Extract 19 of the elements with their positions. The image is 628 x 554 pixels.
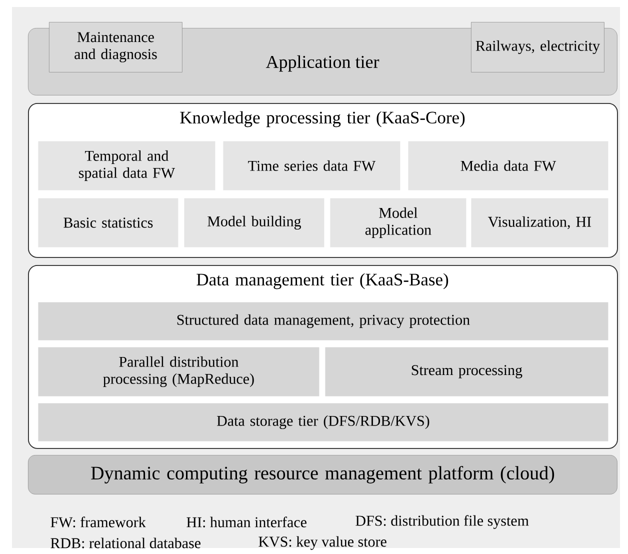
function-block: Stream processing xyxy=(325,347,608,396)
platform-band: Dynamic computing resource management platform (cloud) xyxy=(28,455,618,494)
abbreviation-note: FW: framework xyxy=(50,516,146,528)
application-box: Railways, electricity xyxy=(471,22,604,72)
function-block: Model application xyxy=(330,198,466,248)
function-block: Parallel distribution processing (MapReduce) xyxy=(38,347,320,396)
application-box: Maintenance and diagnosis xyxy=(49,22,182,72)
function-block: Temporal and spatial data FW xyxy=(38,141,216,190)
function-block: Time series data FW xyxy=(223,141,400,190)
abbreviation-note: DFS: distribution file system xyxy=(356,515,529,529)
function-block: Media data FW xyxy=(408,141,608,190)
abbreviation-note: KVS: key value store xyxy=(258,536,386,550)
function-block: Visualization, HI xyxy=(471,198,608,248)
function-block: Structured data management, privacy protection xyxy=(38,302,608,340)
abbreviation-note: RDB: relational database xyxy=(50,538,200,548)
function-block: Basic statistics xyxy=(38,198,178,248)
function-block: Model building xyxy=(184,198,324,248)
function-block: Data storage tier (DFS/RDB/KVS) xyxy=(38,403,608,442)
abbreviation-note: HI: human interface xyxy=(186,516,306,528)
